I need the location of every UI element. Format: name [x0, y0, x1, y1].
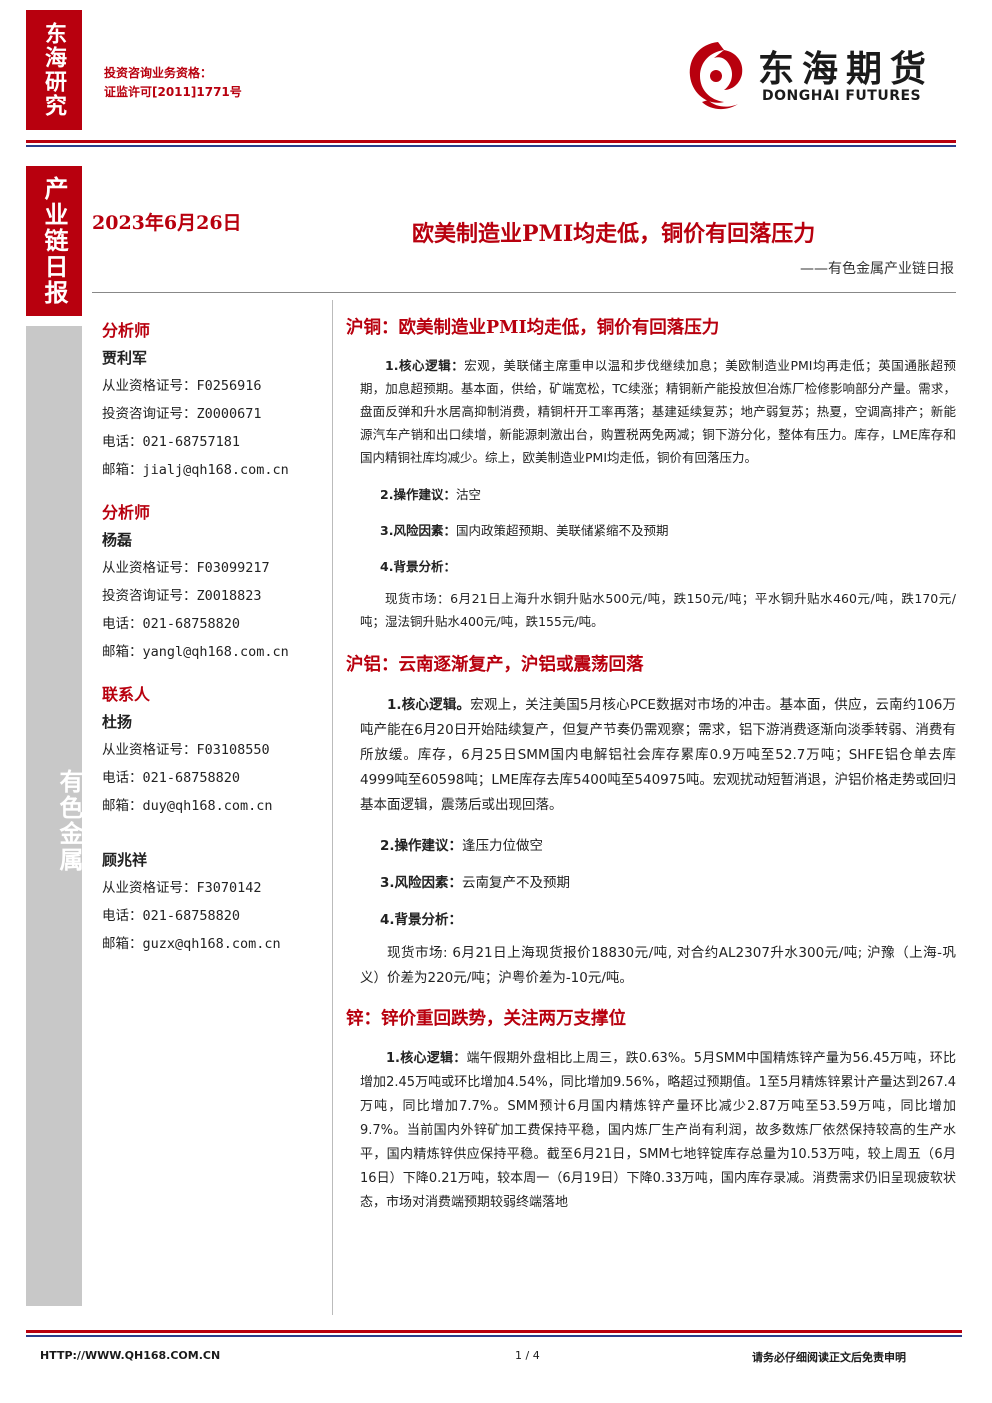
email-link[interactable]: 邮箱：duy@qh168.com.cn [102, 798, 273, 814]
header-divider [92, 292, 956, 293]
website-link[interactable]: HTTP://WWW.QH168.COM.CN [40, 1349, 221, 1362]
dragon-emblem-icon [689, 42, 743, 110]
contact-line: 电话：021-68758820 [102, 770, 241, 786]
contact-name: 杜扬 [102, 713, 133, 731]
core-logic: 1.核心逻辑。宏观上，关注美国5月核心PCE数据对市场的冲击。基本面，供应，云南… [360, 697, 957, 813]
report-subtitle: ——有色金属产业链日报 [800, 261, 954, 277]
risk-factors: 3.风险因素：国内政策超预期、美联储紧缩不及预期 [380, 523, 669, 538]
zinc-section: 锌：锌价重回跌势，关注两万支撑位 1.核心逻辑：端午假期外盘相比上周三，跌0.6… [346, 1007, 956, 1215]
background-label: 4.背景分析： [380, 559, 456, 574]
email-link[interactable]: 邮箱：yangl@qh168.com.cn [102, 644, 289, 660]
analyst-name: 贾利军 [102, 349, 148, 367]
license-line-2: 证监许可[2011]1771号 [104, 85, 242, 99]
header-rule-red [26, 140, 956, 143]
header-rule-blue [26, 145, 956, 147]
research-tab: 东海研究 [26, 10, 82, 130]
contact-line: 从业资格证号：F0256916 [102, 378, 262, 394]
report-title: 欧美制造业PMI均走低，铜价有回落压力 [412, 221, 816, 247]
analyst-sidebar: 分析师 贾利军 从业资格证号：F0256916 投资咨询证号：Z0000671 … [102, 320, 326, 976]
contact-line: 从业资格证号：F03108550 [102, 742, 270, 758]
report-date: 2023年6月26日 [92, 212, 242, 234]
license-line-1: 投资咨询业务资格： [104, 66, 213, 80]
operation-advice: 2.操作建议：沽空 [380, 487, 481, 502]
contact-group: 联系人 杜扬 从业资格证号：F03108550 电话：021-68758820 … [102, 684, 326, 816]
aluminum-section: 沪铝：云南逐渐复产，沪铝或震荡回落 1.核心逻辑。宏观上，关注美国5月核心PCE… [346, 653, 956, 991]
background-text: 现货市场：6月21日上海升水铜升贴水500元/吨，跌150元/吨；平水铜升贴水4… [360, 591, 956, 629]
email-link[interactable]: 邮箱：guzx@qh168.com.cn [102, 936, 281, 952]
section-heading: 锌：锌价重回跌势，关注两万支撑位 [346, 1009, 626, 1029]
contact-line: 投资咨询证号：Z0000671 [102, 406, 262, 422]
contact-line: 从业资格证号：F3070142 [102, 880, 262, 896]
contact-name: 顾兆祥 [102, 851, 148, 869]
section-heading: 沪铜：欧美制造业PMI均走低，铜价有回落压力 [346, 318, 720, 338]
contact-line: 电话：021-68758820 [102, 908, 241, 924]
column-divider [332, 300, 333, 1315]
page-number: 1 / 4 [515, 1349, 540, 1362]
group-heading: 分析师 [102, 503, 151, 522]
sector-tab: 有色金属 [26, 326, 84, 1306]
contact-group: 顾兆祥 从业资格证号：F3070142 电话：021-68758820 邮箱：g… [102, 850, 326, 954]
disclaimer-note: 请务必仔细阅读正文后免责申明 [752, 1351, 906, 1364]
analyst-group: 分析师 杨磊 从业资格证号：F03099217 投资咨询证号：Z0018823 … [102, 502, 326, 662]
license-info: 投资咨询业务资格： 证监许可[2011]1771号 [104, 64, 242, 102]
contact-line: 电话：021-68758820 [102, 616, 241, 632]
risk-factors: 3.风险因素：云南复产不及预期 [380, 875, 571, 891]
section-heading: 沪铝：云南逐渐复产，沪铝或震荡回落 [346, 655, 644, 675]
contact-line: 投资咨询证号：Z0018823 [102, 588, 262, 604]
contact-line: 电话：021-68757181 [102, 434, 241, 450]
logo-english-text: DONGHAI FUTURES [762, 88, 922, 104]
group-heading: 分析师 [102, 321, 151, 340]
copper-section: 沪铜：欧美制造业PMI均走低，铜价有回落压力 1.核心逻辑：宏观，美联储主席重申… [346, 316, 956, 633]
group-heading: 联系人 [102, 685, 151, 704]
analyst-name: 杨磊 [102, 531, 133, 549]
report-body: 沪铜：欧美制造业PMI均走低，铜价有回落压力 1.核心逻辑：宏观，美联储主席重申… [346, 316, 956, 1221]
footer-rule-red [26, 1330, 962, 1333]
report-type-tab: 产业链日报 [26, 166, 82, 316]
background-label: 4.背景分析： [380, 912, 463, 928]
analyst-group: 分析师 贾利军 从业资格证号：F0256916 投资咨询证号：Z0000671 … [102, 320, 326, 480]
contact-line: 从业资格证号：F03099217 [102, 560, 270, 576]
core-logic: 1.核心逻辑：宏观，美联储主席重申以温和步伐继续加息；美欧制造业PMI均再走低；… [360, 358, 957, 465]
donghai-logo: 东海期货 DONGHAI FUTURES [680, 36, 960, 116]
background-text: 现货市场: 6月21日上海现货报价18830元/吨, 对合约AL2307升水30… [360, 945, 956, 986]
footer-rule-blue [26, 1335, 962, 1337]
logo-chinese-text: 东海期货 [758, 49, 935, 90]
operation-advice: 2.操作建议：逢压力位做空 [380, 838, 544, 854]
email-link[interactable]: 邮箱：jialj@qh168.com.cn [102, 462, 289, 478]
core-logic: 1.核心逻辑：端午假期外盘相比上周三，跌0.63%。5月SMM中国精炼锌产量为5… [360, 1051, 956, 1210]
